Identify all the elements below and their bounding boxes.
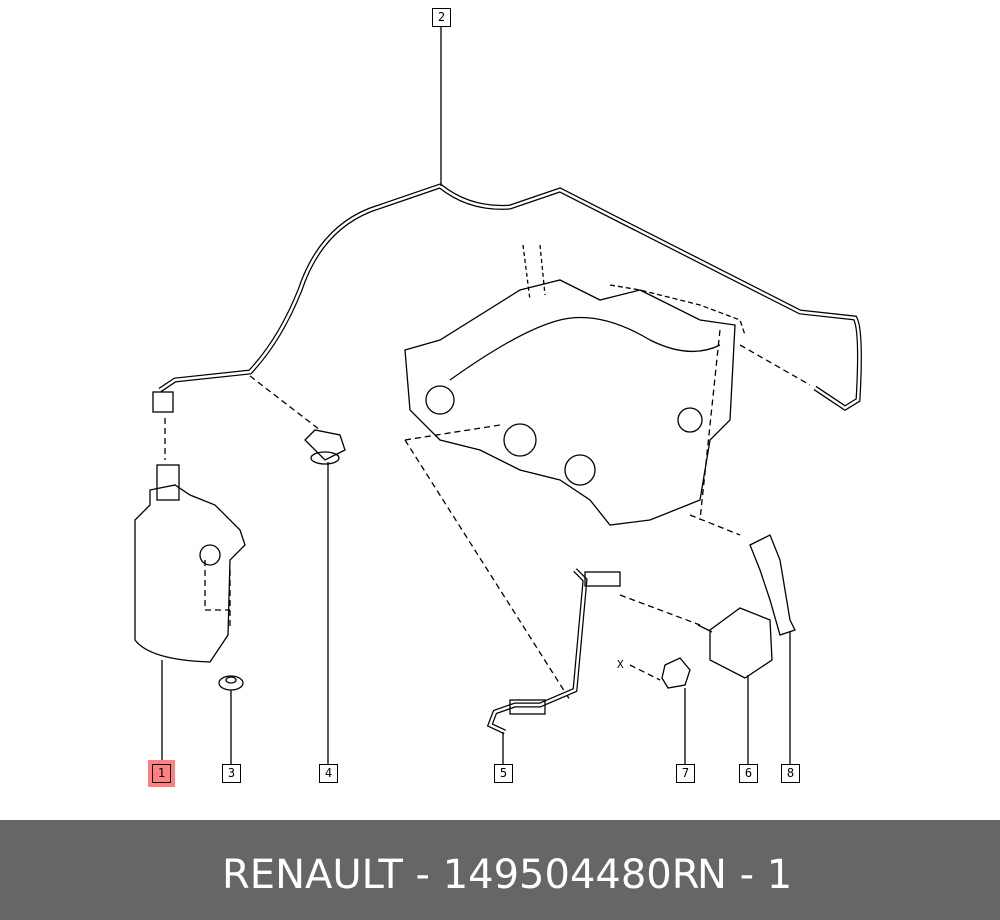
- leader-lines: [161, 26, 791, 764]
- grommet-3: [218, 675, 244, 691]
- callout-3[interactable]: 3: [222, 764, 241, 783]
- callout-8[interactable]: 8: [781, 764, 800, 783]
- leader-dashes: [164, 329, 811, 701]
- page-ref: N - 1: [697, 852, 793, 898]
- callout-5[interactable]: 5: [494, 764, 513, 783]
- manifold: [404, 244, 746, 526]
- marker-x: X: [617, 658, 624, 671]
- pipe-5: [486, 568, 621, 735]
- solenoid-6: [697, 607, 773, 679]
- hose-2: [152, 183, 862, 413]
- callout-4[interactable]: 4: [319, 764, 338, 783]
- footer-bar: RENAULT - 149504480R N - 1: [0, 820, 1000, 920]
- callout-1[interactable]: 1: [148, 760, 175, 787]
- nut-7: [661, 657, 691, 689]
- callout-6[interactable]: 6: [739, 764, 758, 783]
- callout-7[interactable]: 7: [676, 764, 695, 783]
- parts-diagram: X: [134, 26, 862, 764]
- bracket-8: [749, 534, 796, 636]
- clip-4: [304, 429, 346, 465]
- part-number: RENAULT - 149504480R: [222, 852, 700, 898]
- callout-2[interactable]: 2: [432, 8, 451, 27]
- canister-1: [134, 464, 246, 663]
